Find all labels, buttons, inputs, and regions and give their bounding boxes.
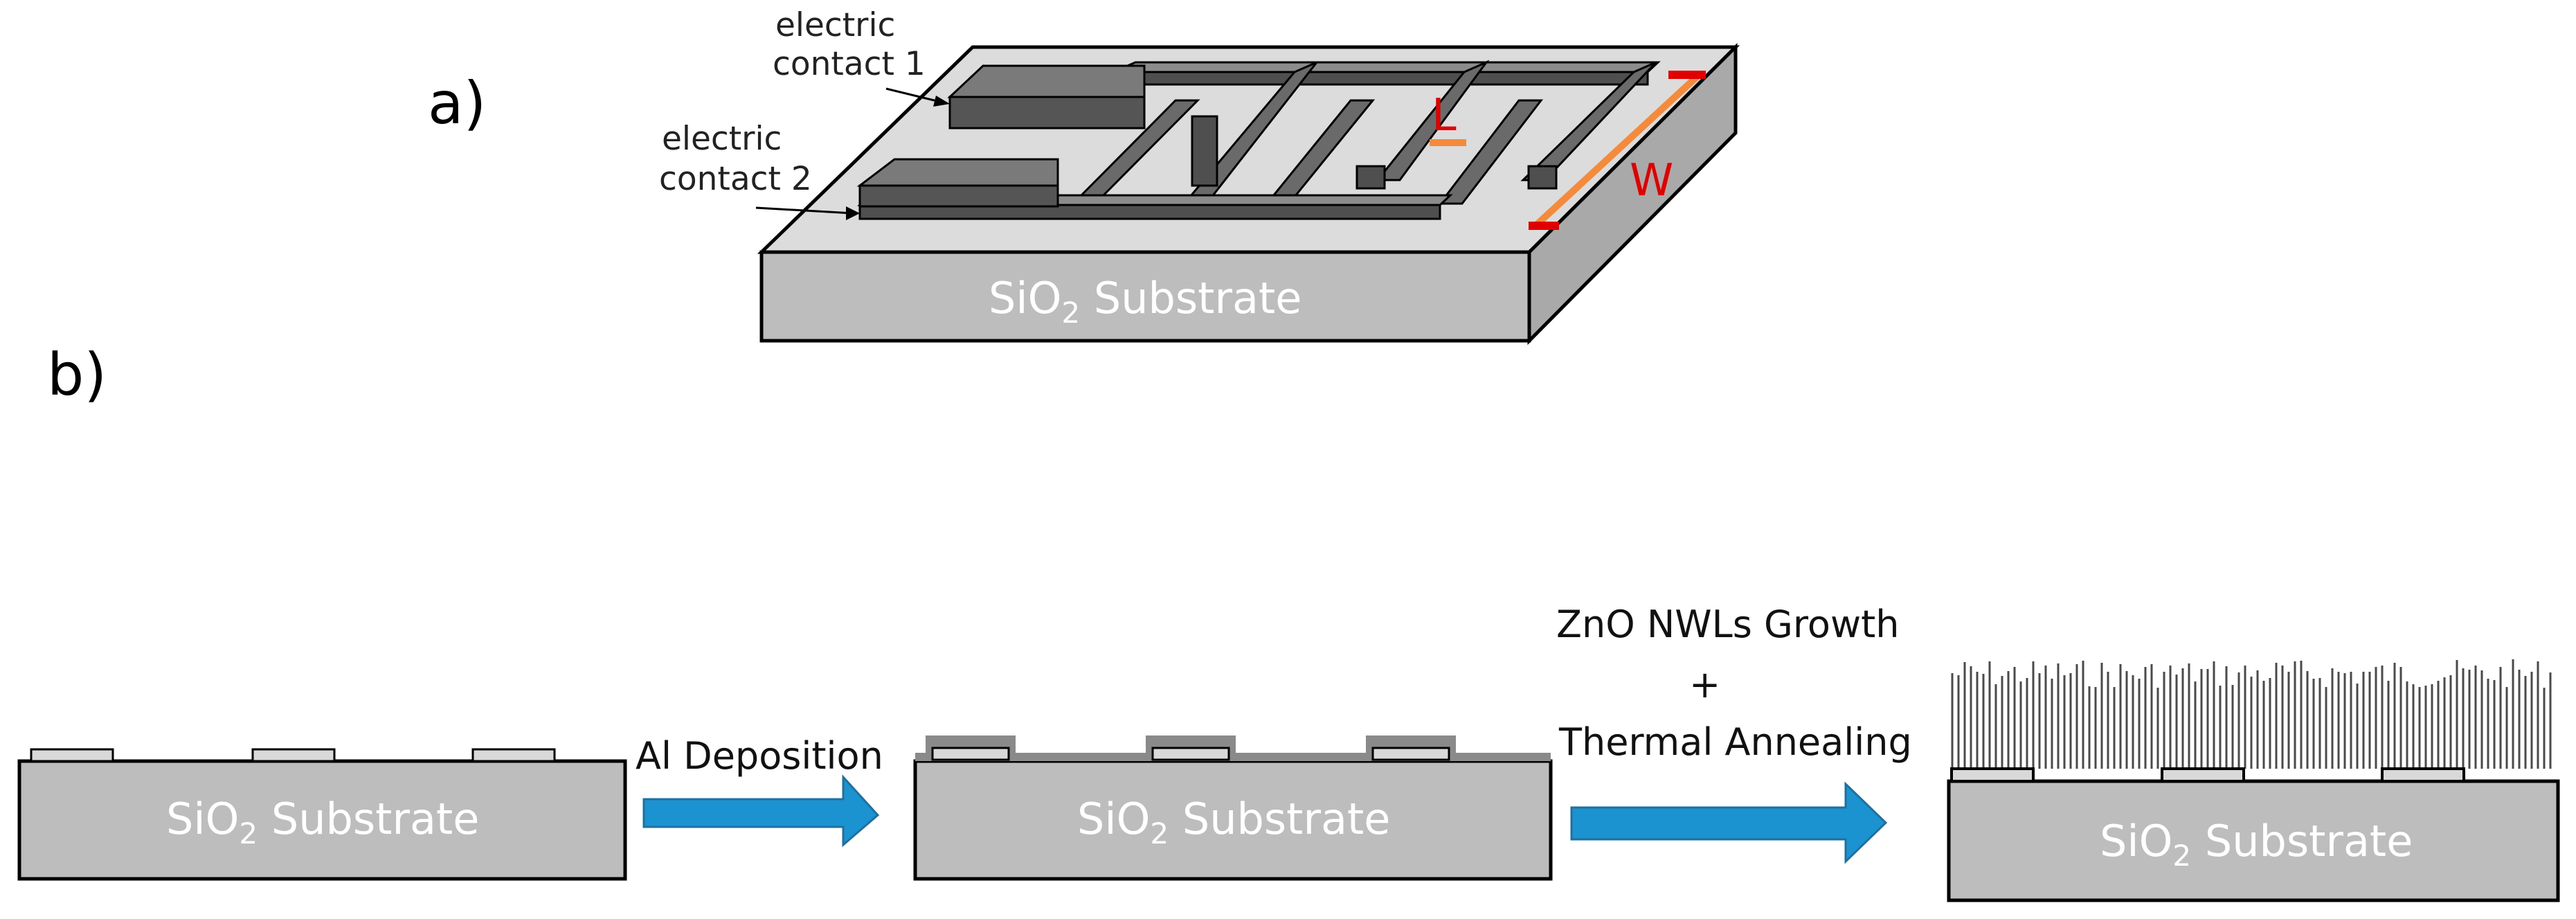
callout-contact-1-line2: contact 1 — [773, 45, 926, 83]
electrode-5 — [1151, 747, 1230, 761]
finger-1c-tip — [1527, 165, 1558, 190]
callout-arrowhead-1 — [933, 96, 950, 107]
step-2-label-line3: Thermal Annealing — [1558, 720, 1912, 764]
substrate-step-3 — [1947, 779, 2560, 902]
callout-arrow-1 — [885, 87, 944, 104]
finger-2c — [1437, 99, 1544, 205]
electrode-9 — [2381, 767, 2465, 783]
electrode-4 — [931, 747, 1010, 761]
electrode-3 — [471, 748, 556, 762]
substrate-step-3-label: SiO2 Substrate — [2100, 816, 2413, 873]
electrode-6 — [1371, 747, 1450, 761]
electrode-1 — [30, 748, 114, 762]
finger-1b-tip — [1355, 165, 1386, 190]
electrode-8 — [2161, 767, 2245, 783]
callout-arrow-2 — [755, 206, 854, 215]
finger-2a-body — [1191, 115, 1218, 187]
bus-bar-1-top — [1113, 61, 1661, 73]
fingers-contact-1 — [1184, 60, 1657, 202]
panel-b-label: b) — [47, 341, 107, 409]
electrode-7 — [1950, 767, 2035, 783]
bus-bar-2-front — [858, 204, 1441, 220]
dim-L-label: L — [1432, 90, 1457, 141]
contact-pad-2-front — [858, 184, 1059, 208]
step-2-arrow — [1570, 781, 1888, 864]
step-1-arrow — [642, 774, 880, 848]
panel-a-substrate-label: SiO2 Substrate — [989, 273, 1301, 330]
bus-bar-1-front — [1112, 71, 1649, 86]
callout-arrowhead-2 — [846, 206, 860, 220]
dim-W-line — [1533, 73, 1700, 229]
substrate-step-1 — [17, 759, 627, 881]
dim-W-label: W — [1630, 155, 1673, 206]
callout-contact-1-line1: electric — [775, 6, 895, 44]
panel-b-step-1: SiO2 Substrate — [17, 748, 627, 881]
callout-contact-2-line2: contact 2 — [659, 160, 812, 198]
electrode-2 — [251, 748, 336, 762]
fingers-contact-2 — [1070, 99, 1544, 205]
step-2-label-line1: ZnO NWLs Growth — [1556, 603, 1900, 646]
callout-contact-2-line1: electric — [662, 120, 782, 158]
contact-pad-2-top — [856, 158, 1059, 187]
panel-b-step-3: SiO2 Substrate — [1947, 659, 2560, 902]
substrate-front-face — [759, 250, 1531, 343]
isometric-device: L W SiO2 Substrate — [757, 42, 1740, 346]
substrate-step-2-label: SiO2 Substrate — [1077, 794, 1390, 850]
contact-pad-1-top — [947, 64, 1146, 98]
substrate-step-1-label: SiO2 Substrate — [166, 794, 479, 850]
nanowire-array — [1951, 659, 2552, 769]
step-1-label: Al Deposition — [636, 734, 883, 778]
panel-b-step-2: SiO2 Substrate — [913, 735, 1553, 881]
contact-pad-1-front — [948, 96, 1146, 130]
finger-1b — [1375, 60, 1490, 181]
panel-a-label: a) — [428, 69, 486, 137]
step-2-label-line2: + — [1689, 663, 1720, 706]
